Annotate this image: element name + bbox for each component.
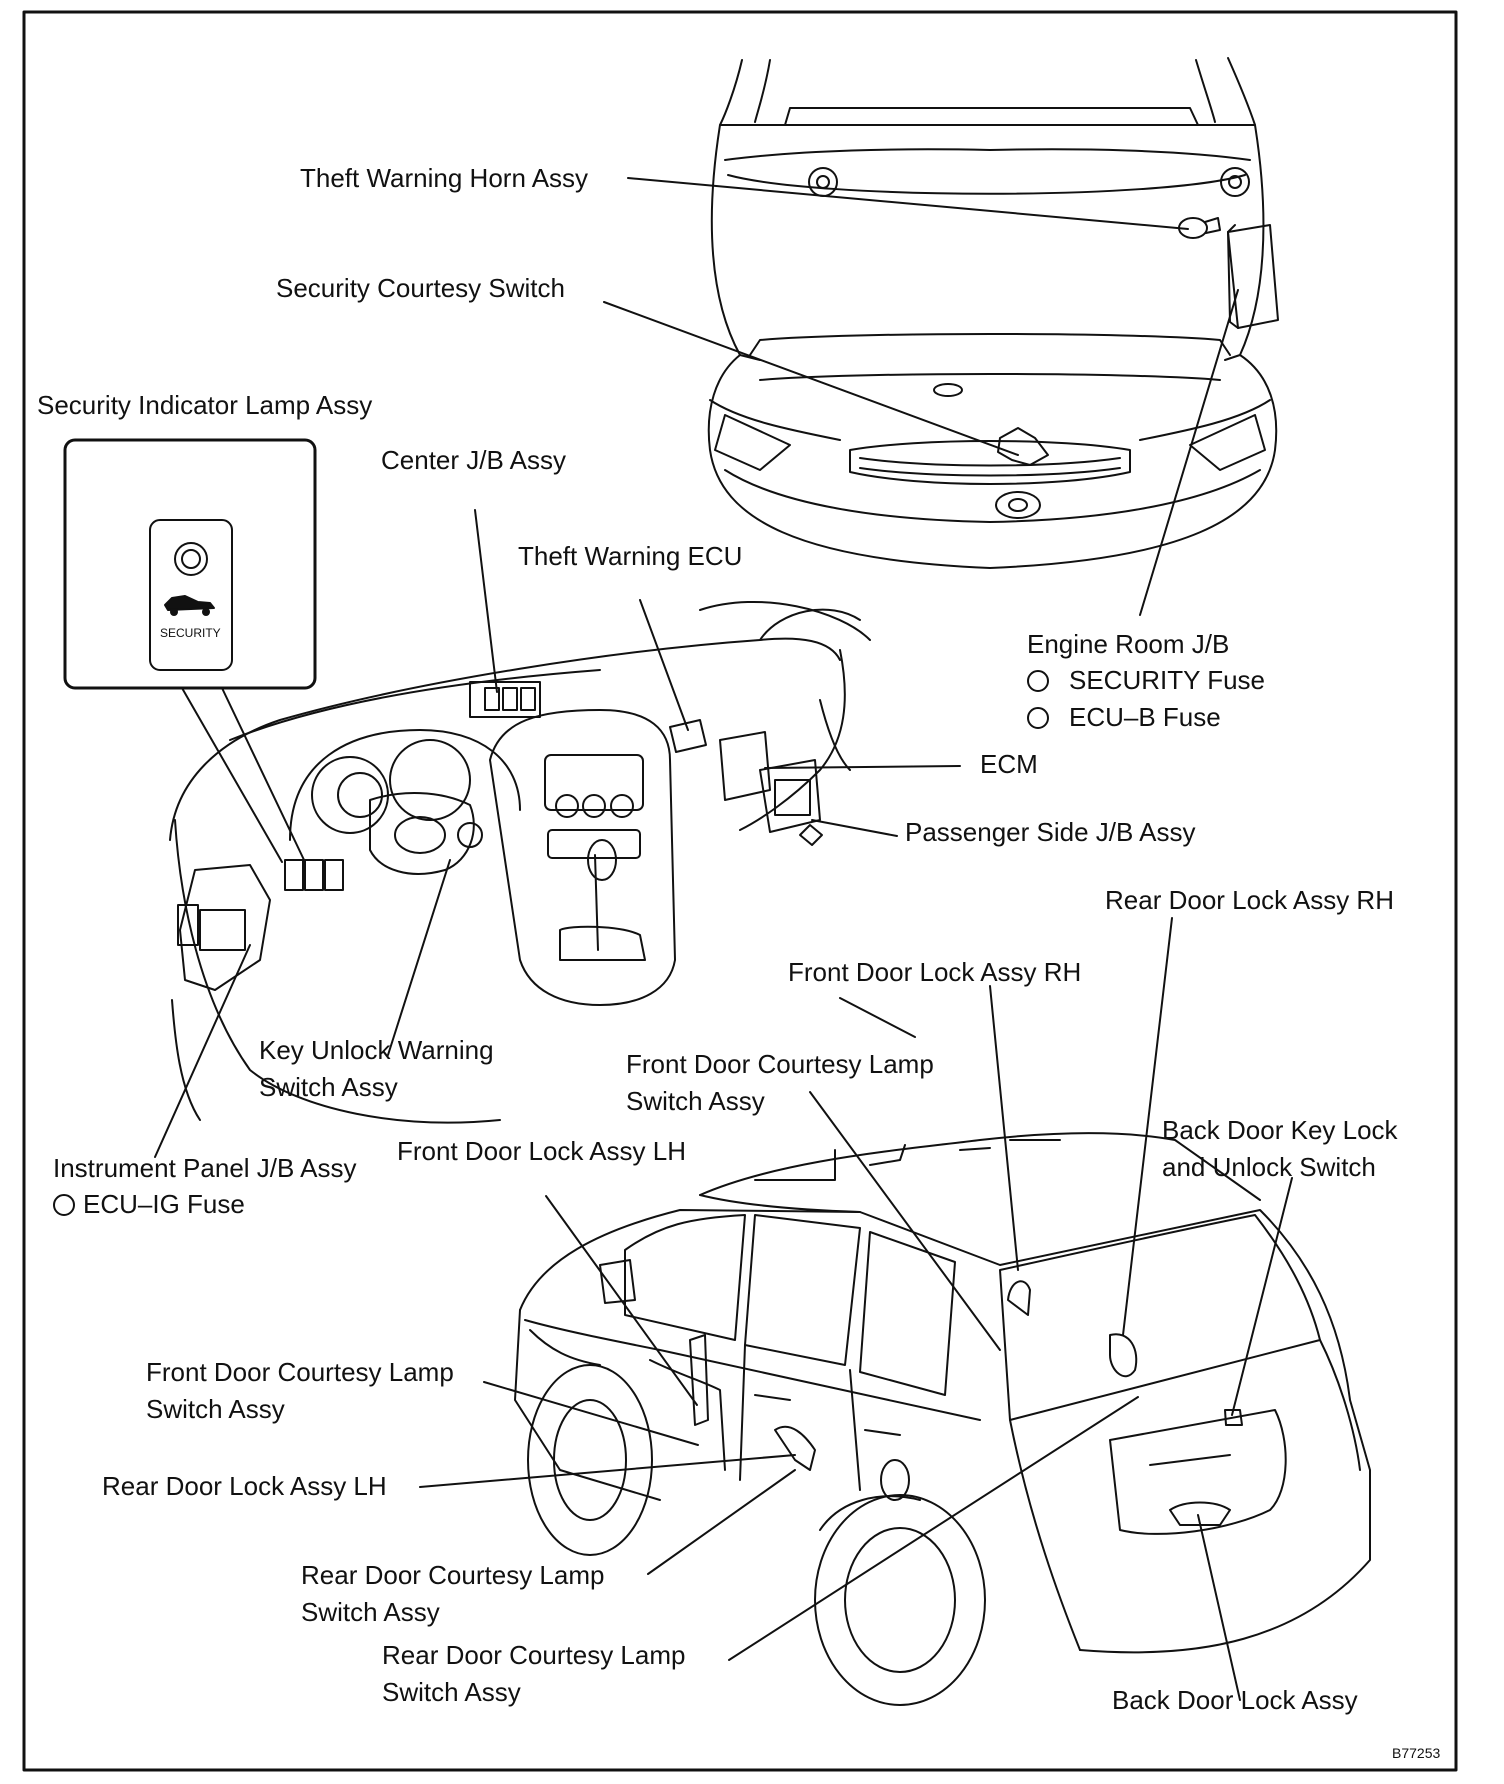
figure-border <box>22 10 1458 1772</box>
label-security-courtesy-switch: Security Courtesy Switch <box>276 273 565 303</box>
label-engine-room-jb: Engine Room J/B <box>1027 629 1230 659</box>
label-front-door-courtesy-lamp-upper: Front Door Courtesy Lamp Switch Assy <box>626 1046 934 1120</box>
rear-courtesy-b-line-2: Switch Assy <box>382 1677 521 1707</box>
fuse-circle-icon <box>1027 670 1049 692</box>
label-ecu-ig-fuse: ECU–IG Fuse <box>53 1186 245 1223</box>
label-passenger-side-jb: Passenger Side J/B Assy <box>905 817 1196 847</box>
security-fuse-text: SECURITY Fuse <box>1069 665 1266 695</box>
label-instrument-panel-jb: Instrument Panel J/B Assy <box>53 1153 357 1183</box>
label-back-door-lock: Back Door Lock Assy <box>1112 1685 1358 1715</box>
ecu-ig-fuse-text: ECU–IG Fuse <box>83 1189 245 1219</box>
label-key-unlock-warning-switch: Key Unlock Warning Switch Assy <box>259 1032 494 1106</box>
security-switch-text: SECURITY <box>160 626 221 640</box>
rear-courtesy-a-line-1: Rear Door Courtesy Lamp <box>301 1560 605 1590</box>
vehicle-illustration <box>514 1132 1371 1706</box>
label-rear-door-courtesy-lamp-a: Rear Door Courtesy Lamp Switch Assy <box>301 1557 604 1631</box>
ecu-b-fuse-text: ECU–B Fuse <box>1069 702 1221 732</box>
label-rear-door-lock-lh: Rear Door Lock Assy LH <box>102 1471 387 1501</box>
label-rear-door-lock-rh: Rear Door Lock Assy RH <box>1105 885 1394 915</box>
label-rear-door-courtesy-lamp-b: Rear Door Courtesy Lamp Switch Assy <box>382 1637 685 1711</box>
label-center-jb: Center J/B Assy <box>381 445 566 475</box>
rear-courtesy-a-line-2: Switch Assy <box>301 1597 440 1627</box>
label-front-door-courtesy-lamp-lower: Front Door Courtesy Lamp Switch Assy <box>146 1354 454 1428</box>
front-courtesy-lower-line-1: Front Door Courtesy Lamp <box>146 1357 454 1387</box>
label-front-door-lock-rh: Front Door Lock Assy RH <box>788 957 1082 987</box>
front-courtesy-upper-line-1: Front Door Courtesy Lamp <box>626 1049 934 1079</box>
fuse-circle-icon <box>1027 707 1049 729</box>
security-indicator-callout <box>63 438 317 690</box>
key-unlock-line-1: Key Unlock Warning <box>259 1035 494 1065</box>
label-ecm: ECM <box>980 749 1038 779</box>
label-theft-warning-ecu: Theft Warning ECU <box>518 541 743 571</box>
back-key-line-2: and Unlock Switch <box>1162 1152 1376 1182</box>
label-security-indicator-lamp: Security Indicator Lamp Assy <box>37 390 373 420</box>
label-security-fuse: SECURITY Fuse <box>1027 662 1265 699</box>
engine-bay-illustration <box>707 57 1279 569</box>
key-unlock-line-2: Switch Assy <box>259 1072 398 1102</box>
rear-courtesy-b-line-1: Rear Door Courtesy Lamp <box>382 1640 686 1670</box>
leader-lines <box>154 177 1293 1701</box>
label-ecu-b-fuse: ECU–B Fuse <box>1027 699 1221 736</box>
figure-code: B77253 <box>1392 1745 1441 1761</box>
front-courtesy-lower-line-2: Switch Assy <box>146 1394 285 1424</box>
fuse-circle-icon <box>53 1194 75 1216</box>
label-back-door-key-lock-switch: Back Door Key Lock and Unlock Switch <box>1162 1112 1398 1186</box>
label-front-door-lock-lh: Front Door Lock Assy LH <box>397 1136 686 1166</box>
back-key-line-1: Back Door Key Lock <box>1162 1115 1398 1145</box>
dashboard-illustration <box>169 600 871 1124</box>
front-courtesy-upper-line-2: Switch Assy <box>626 1086 765 1116</box>
label-theft-warning-horn: Theft Warning Horn Assy <box>300 163 589 193</box>
